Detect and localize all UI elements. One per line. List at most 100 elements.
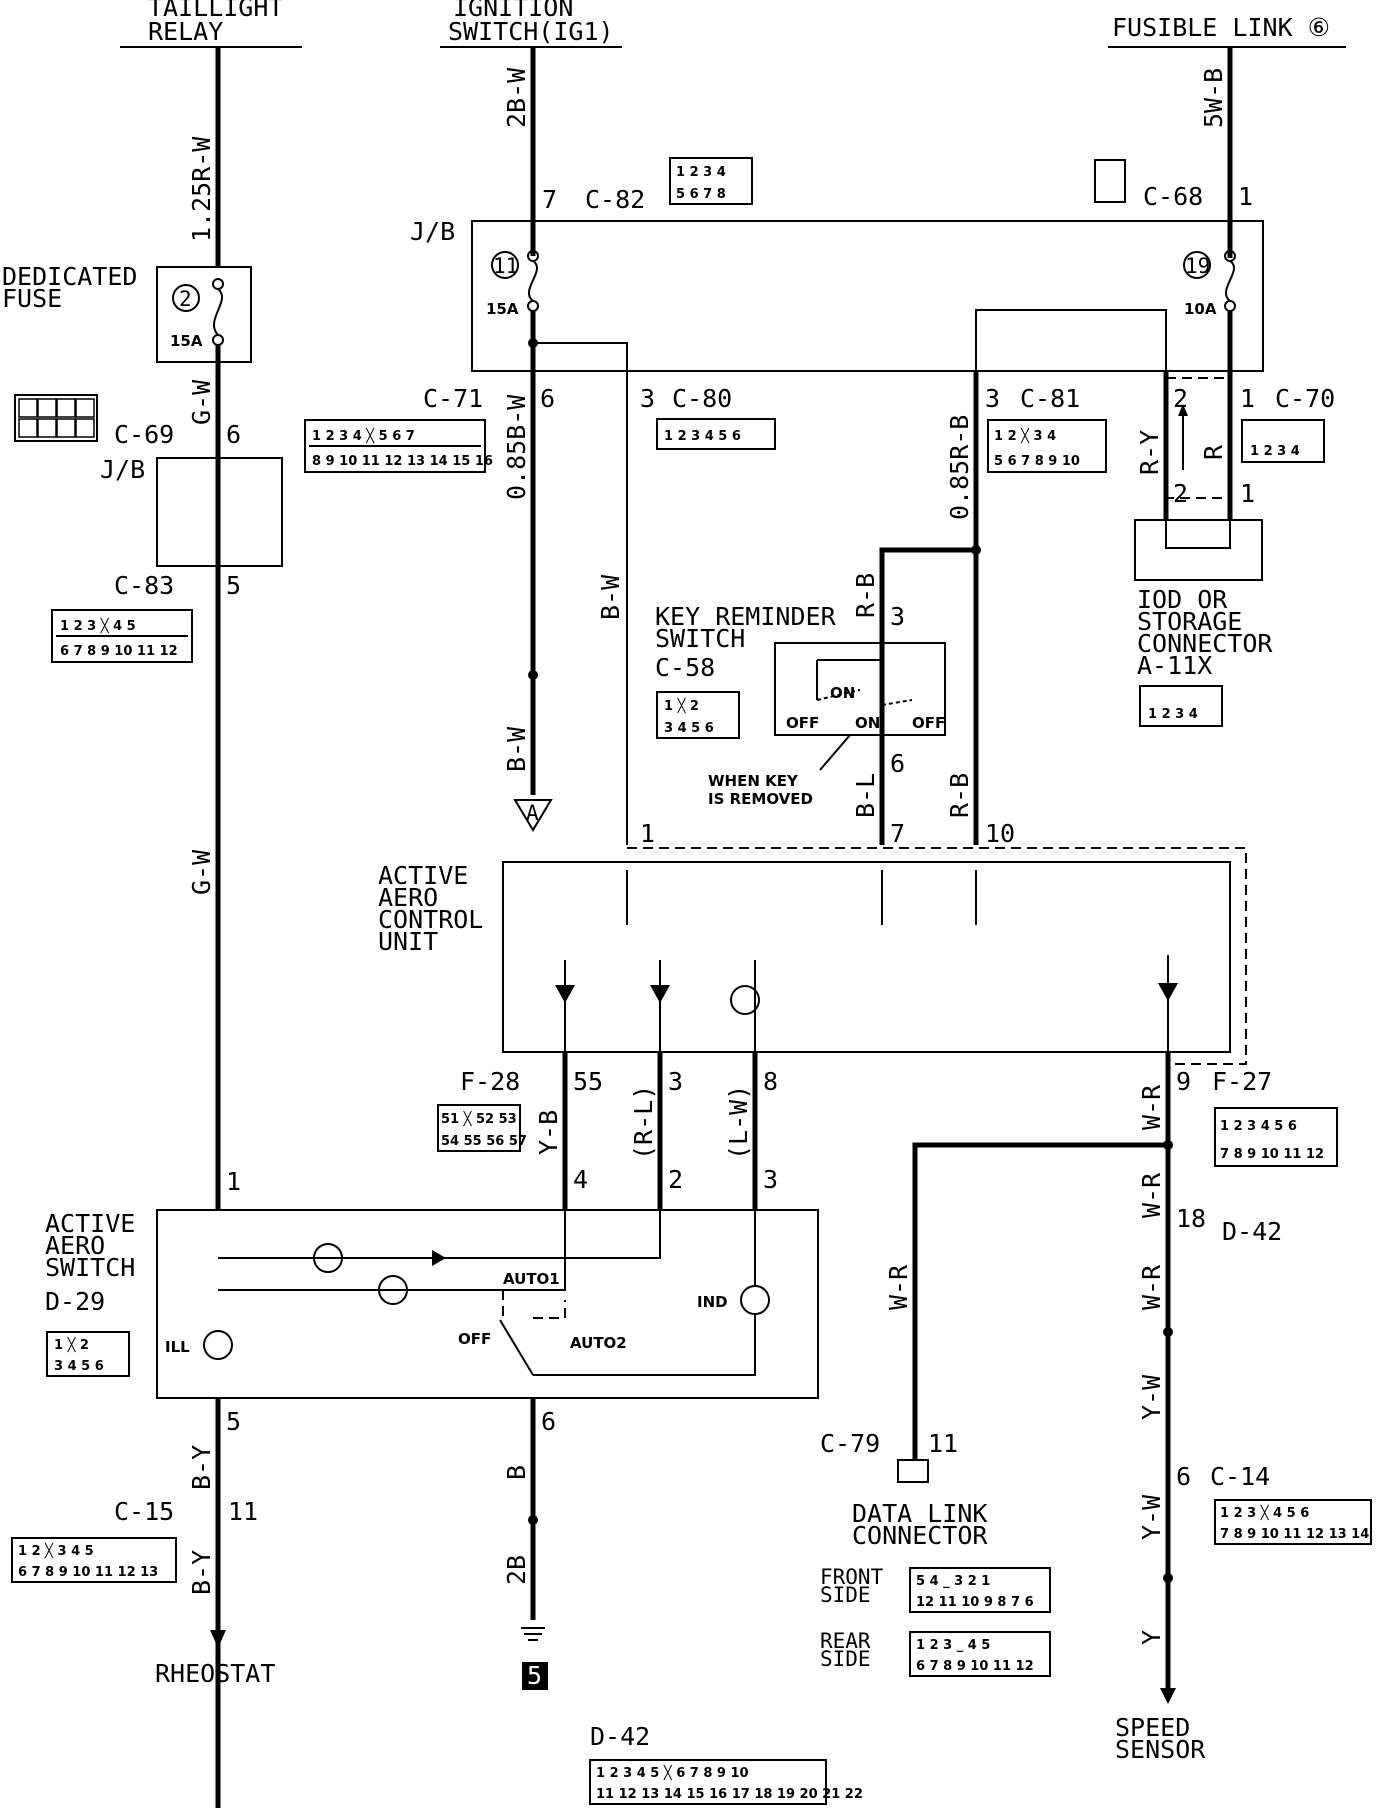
data-link-label-1: DATA LINK — [852, 1499, 987, 1528]
connector-c81-pins-bottom: 5 6 7 8 9 10 — [994, 454, 1080, 469]
connector-c14-pins-bottom: 7 8 9 10 11 12 13 14 — [1220, 1527, 1369, 1542]
connector-c83-icon — [51, 609, 193, 663]
rear-side-label-1: REAR — [820, 1629, 871, 1653]
connector-c71-pins-top: 1 2 3 4 ╳ 5 6 7 — [312, 427, 415, 444]
connector-c70-pins: 1 2 3 4 — [1250, 444, 1300, 459]
wire-jb-branch-c80 — [533, 342, 628, 845]
data-link-rear-icon — [909, 1631, 1051, 1677]
when-key-label-1: WHEN KEY — [708, 772, 799, 790]
fuse-2-circle — [172, 284, 200, 312]
wire-label-y-w-2: Y-W — [1137, 1494, 1166, 1540]
connector-c58-label: C-58 — [655, 653, 715, 682]
connector-c58-pins-top: 1 ╳ 2 — [664, 697, 699, 714]
speed-sensor-label-1: SPEED — [1115, 1713, 1190, 1742]
switch-wire-ind — [533, 1210, 756, 1376]
switch-ill-label: ILL — [165, 1338, 190, 1356]
fuse-19-number: 19 — [1185, 254, 1210, 278]
connector-c81-icon — [987, 419, 1107, 473]
pin-ks-6: 6 — [890, 749, 905, 778]
dedicated-fuse-box — [156, 266, 252, 363]
data-link-label-2: CONNECTOR — [852, 1521, 988, 1550]
key-switch-box — [774, 642, 946, 736]
diode-icon-1 — [555, 985, 575, 1003]
data-link-rear-pins-top: 1 2 3 _ 4 5 — [916, 1638, 990, 1653]
connector-d42-pins-top: 1 2 3 4 5 ╳ 6 7 8 9 10 — [596, 1764, 749, 1781]
connector-f27-pins-bottom: 7 8 9 10 11 12 — [1220, 1147, 1324, 1162]
connector-f28-pins-top: 51 ╳ 52 53 — [441, 1110, 517, 1127]
pin-sw-3: 3 — [763, 1165, 778, 1194]
connector-c70-label: C-70 — [1275, 384, 1335, 413]
control-unit-label-4: UNIT — [378, 927, 438, 956]
junction-dot-yw — [1163, 1327, 1173, 1337]
pin-c81: 3 — [985, 384, 1000, 413]
iod-label-4: A-11X — [1137, 651, 1212, 680]
wire-label-b: B — [502, 1465, 531, 1480]
fuse-2-element — [212, 288, 224, 336]
pin-c83: 5 — [226, 571, 241, 600]
ill-lamp-icon — [203, 1330, 233, 1360]
ground-number-badge — [522, 1662, 548, 1690]
switch-off-label: OFF — [458, 1330, 491, 1348]
pin-c80: 3 — [640, 384, 655, 413]
transistor-icon — [730, 985, 760, 1015]
connector-c69-label: C-69 — [114, 420, 174, 449]
connector-f27-label: F-27 — [1212, 1067, 1272, 1096]
key-switch-lever-2 — [881, 699, 913, 706]
wire-label-r-b-2: R-B — [945, 773, 974, 818]
wire-label-w-r-1: W-R — [1137, 1084, 1166, 1130]
pin-c70-a: 2 — [1173, 384, 1188, 413]
iod-label-1: IOD OR — [1137, 585, 1228, 614]
connector-c71-label: C-71 — [423, 384, 483, 413]
fuse-11-rating: 15A — [486, 300, 519, 318]
key-reminder-label-1: KEY REMINDER — [655, 602, 837, 631]
jb-label-main: J/B — [410, 217, 455, 246]
control-unit-dashed-outline — [627, 847, 1247, 1065]
wire-label-y-w-1: Y-W — [1137, 1374, 1166, 1420]
wire-label-0-85r-b: 0.85R-B — [945, 415, 974, 520]
wire-label-5w-b: 5W-B — [1199, 68, 1228, 128]
iod-arrowhead — [1178, 404, 1188, 416]
pin-d42-18: 18 — [1176, 1204, 1206, 1233]
connector-c71-pins-bottom: 8 9 10 11 12 13 14 15 16 — [312, 454, 493, 469]
pin-unit-7: 7 — [890, 819, 905, 848]
wire-label-2b-w: 2B-W — [502, 67, 531, 128]
junction-dot-bw — [528, 670, 538, 680]
fuse-19-rating: 10A — [1184, 300, 1217, 318]
connector-f28-icon — [437, 1104, 521, 1152]
switch-wire-mid — [218, 1210, 566, 1291]
connector-c82-pins-bottom: 5 6 7 8 — [676, 187, 726, 202]
wire-label-r-y: R-Y — [1135, 430, 1164, 475]
wire-label-b-w-2: B-W — [502, 726, 531, 772]
pin-unit-10: 10 — [985, 819, 1015, 848]
ignition-switch-label-1: IGNITION — [453, 0, 573, 22]
ground-ref-a-triangle — [513, 799, 553, 832]
control-unit-outputs — [564, 955, 1169, 1052]
pin-unit-1: 1 — [640, 819, 655, 848]
pin-c69: 6 — [226, 420, 241, 449]
connector-c15-icon — [11, 1537, 177, 1583]
key-switch-inner — [816, 659, 882, 700]
fuse-19-element — [1224, 260, 1236, 302]
speed-sensor-arrow — [1160, 1688, 1176, 1704]
wire-jb-inner — [975, 309, 1167, 371]
wire-label-r: R — [1199, 444, 1228, 460]
pin-ks-3: 3 — [890, 602, 905, 631]
jb-main-box — [471, 220, 1264, 372]
wire-label-y-b: Y-B — [534, 1110, 563, 1155]
switch-dashed-auto — [502, 1290, 566, 1319]
junction-dot-ground — [528, 1515, 538, 1525]
switch-lever — [499, 1319, 534, 1376]
wire-label-b-y-1: B-Y — [187, 1445, 216, 1490]
wire-label-w-r-4: W-R — [884, 1264, 913, 1310]
wire-label-1-25r-w: 1.25R-W — [187, 136, 216, 242]
wire-label-y: Y — [1137, 1630, 1166, 1645]
speed-sensor-label-2: SENSOR — [1115, 1735, 1206, 1764]
control-unit-label-1: ACTIVE — [378, 861, 468, 890]
ground-symbol-icon — [521, 1627, 545, 1641]
switch-lamp-icon-1 — [313, 1243, 343, 1273]
taillight-relay-label-2: RELAY — [148, 17, 223, 46]
iod-label-2: STORAGE — [1137, 607, 1242, 636]
rheostat-label: RHEOSTAT — [155, 1659, 275, 1688]
data-link-front-icon — [909, 1567, 1051, 1613]
